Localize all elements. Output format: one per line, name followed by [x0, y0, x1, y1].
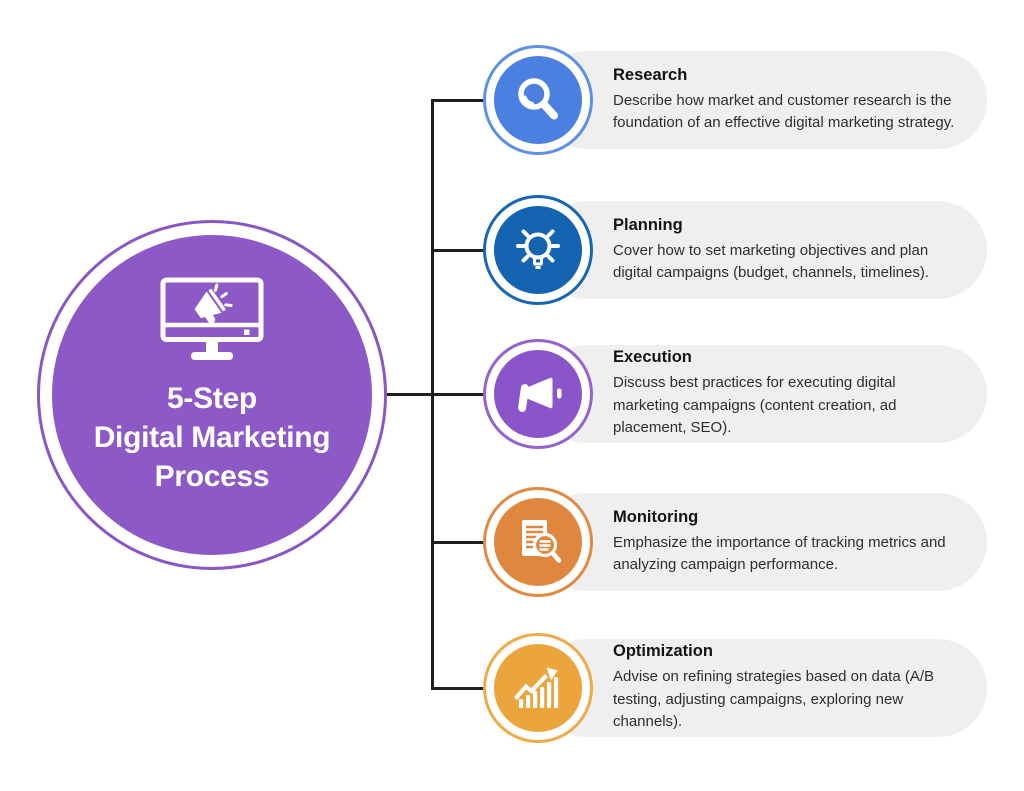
computer-megaphone-icon: [160, 277, 264, 360]
step-title: Planning: [613, 215, 683, 234]
step-card-monitoring: Monitoring Emphasize the importance of t…: [537, 493, 987, 591]
magnifying-glass-icon: [518, 78, 558, 120]
step-description: Cover how to set marketing objectives an…: [613, 241, 930, 282]
step-card-optimization: Optimization Advise on refining strategi…: [537, 639, 987, 737]
step-title: Monitoring: [613, 507, 699, 526]
megaphone-icon: [518, 377, 562, 412]
lightbulb-icon: [516, 229, 560, 269]
process-hub-circle: 5-Step Digital Marketing Process: [40, 223, 384, 567]
connector-branch-execution: [386, 392, 486, 396]
connector-branch-monitoring: [431, 540, 486, 544]
step-card-research: Research Describe how market and custome…: [537, 51, 987, 149]
step-circle-planning: [486, 198, 590, 302]
step-circle-research: [486, 48, 590, 152]
step-card-planning: Planning Cover how to set marketing obje…: [537, 201, 987, 299]
step-title: Research: [613, 65, 688, 84]
step-description: Emphasize the importance of tracking met…: [613, 533, 946, 574]
connector-branch-optimization: [431, 686, 486, 690]
connector-branch-research: [431, 98, 486, 102]
step-title: Optimization: [613, 642, 713, 661]
step-circle-optimization: [486, 636, 590, 740]
report-magnifier-icon: [522, 520, 562, 563]
process-title: 5-Step Digital Marketing Process: [94, 379, 331, 496]
step-description: Advise on refining strategies based on d…: [613, 668, 935, 731]
step-circle-monitoring: [486, 490, 590, 594]
step-card-execution: Execution Discuss best practices for exe…: [537, 345, 987, 443]
connector-branch-planning: [431, 248, 486, 252]
process-title-line-3: Process: [154, 460, 270, 493]
step-circle-execution: [486, 342, 590, 446]
step-title: Execution: [613, 348, 692, 367]
process-title-line-2: Digital Marketing: [93, 421, 331, 454]
growth-chart-icon: [514, 667, 559, 708]
step-description: Discuss best practices for executing dig…: [613, 374, 897, 437]
process-title-line-1: 5-Step: [167, 382, 257, 415]
step-description: Describe how market and customer researc…: [613, 91, 955, 132]
